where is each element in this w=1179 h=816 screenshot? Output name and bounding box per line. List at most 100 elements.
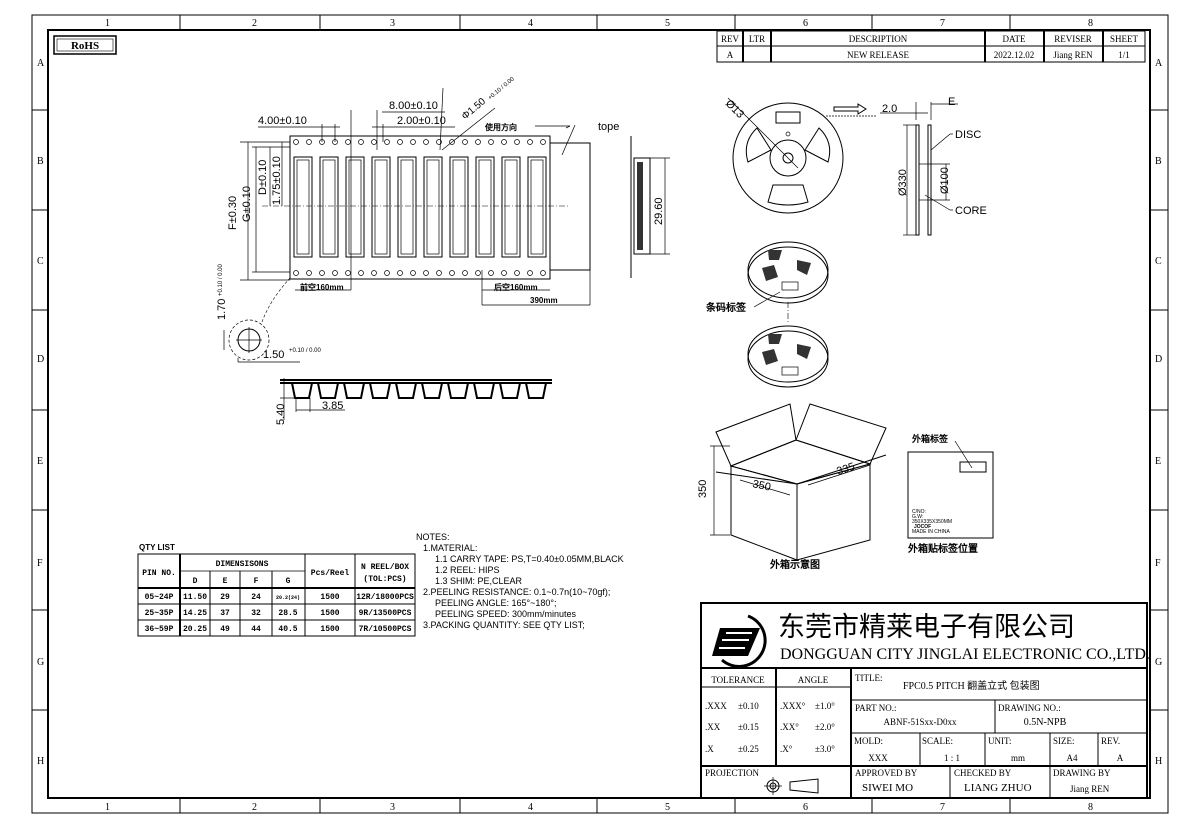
scale-label: SCALE: [922, 736, 953, 746]
tape-pocket [293, 156, 313, 258]
projection-symbol-icon [764, 777, 819, 795]
box-label-line: 350X335X350MM [912, 519, 952, 525]
shipping-box: 350 350 335 外箱示意图 [697, 403, 887, 571]
checked-label: CHECKED BY [954, 768, 1012, 778]
tolerance-label: TOLERANCE [711, 675, 765, 685]
qty-cell: 9R/13500PCS [359, 609, 412, 618]
sprocket-hole [488, 270, 494, 276]
tape-pocket [423, 156, 443, 258]
col-label: 8 [1088, 802, 1093, 813]
col-label: 7 [940, 18, 945, 29]
mold-value: XXX [868, 753, 888, 763]
col-label: 2 [252, 802, 257, 813]
dim-hole-d2-tol: +0.10 / 0.00 [289, 348, 322, 354]
sprocket-hole [371, 139, 377, 145]
disc-label: DISC [955, 129, 981, 141]
pocket-inner [504, 159, 518, 255]
qty-cell: 28.5 [278, 609, 297, 618]
qty-list-title: QTY LIST [139, 543, 175, 552]
sprocket-hole [345, 139, 351, 145]
sprocket-hole [475, 139, 481, 145]
ltr-header: LTR [749, 34, 765, 44]
mold-label: MOLD: [854, 736, 883, 746]
sprocket-hole [423, 139, 429, 145]
sprocket-hole [540, 139, 546, 145]
note-line: 1.1 CARRY TAPE: PS,T=0.40±0.05MM,BLACK [435, 554, 624, 564]
tape-pocket [371, 156, 391, 258]
col-label: 6 [803, 18, 808, 29]
col-label: 5 [665, 18, 670, 29]
note-line: 2.PEELING RESISTANCE: 0.1~0.7n(10~70gf); [423, 587, 610, 597]
box-label-position: 外箱标签 C/NO: G.W: 350X335X350MM JOCOF MADE… [907, 433, 994, 555]
rev-label: REV. [1101, 736, 1120, 746]
row-label: B [37, 156, 44, 167]
sprocket-hole [423, 270, 429, 276]
row-label: F [37, 558, 43, 569]
sheet-value: 1/1 [1118, 50, 1130, 60]
zone-labels: 1 2 3 4 5 6 7 8 1 2 3 4 5 6 7 8 A B C D … [37, 18, 1163, 813]
col-label: 4 [528, 18, 533, 29]
drawn-label: DRAWING BY [1053, 768, 1111, 778]
qty-cell: 1500 [320, 609, 339, 618]
sprocket-hole [371, 270, 377, 276]
outer-frame [31, 14, 1169, 814]
col-label: 1 [105, 802, 110, 813]
row-label: E [37, 456, 43, 467]
sprocket-hole [293, 139, 299, 145]
pin-no-header: PIN NO. [142, 569, 176, 578]
e-header: E [223, 577, 228, 586]
reel-side-view: E DISC CORE Ø330 Ø100 [897, 96, 987, 236]
sprocket-hole [501, 270, 507, 276]
angle-value: ±1.0° [815, 701, 835, 711]
box-label-line: G.W: [912, 514, 923, 520]
dim-side-width: 29.60 [653, 197, 665, 225]
row-label: C [1155, 256, 1162, 267]
pocket-inner [296, 159, 310, 255]
tape-pocket [501, 156, 521, 258]
sprocket-hole [527, 270, 533, 276]
note-line: 1.MATERIAL: [423, 543, 477, 553]
box-label-line: JOCOF [914, 524, 931, 530]
direction-label: 使用方向 [484, 122, 517, 132]
sprocket-hole [293, 270, 299, 276]
unit-value: mm [1011, 753, 1025, 763]
qty-cell: 37 [220, 609, 230, 618]
dim-box-depth: 335 [835, 461, 856, 478]
tape-pocket [397, 156, 417, 258]
angle-label: ANGLE [798, 675, 829, 685]
dim-g: G±0.10 [241, 186, 253, 222]
tolerance-value: ±0.10 [738, 701, 759, 711]
rohs-badge: RoHS [53, 35, 117, 55]
box-label-line: C/NO: [912, 509, 926, 515]
row-label: B [1155, 156, 1162, 167]
tolerance-key: .X [705, 744, 714, 754]
company-logo [712, 614, 767, 668]
title-label: TITLE: [855, 673, 883, 683]
sprocket-hole [462, 270, 468, 276]
tape-label: tope [598, 121, 619, 133]
cover-tape [549, 142, 591, 271]
dim-f: F±0.30 [227, 196, 239, 230]
tape-pocket [475, 156, 495, 258]
row-label: G [1155, 657, 1162, 668]
dim-hole-pitch: 4.00±0.10 [258, 115, 307, 127]
sprocket-hole [410, 139, 416, 145]
rev-value: A [727, 50, 734, 60]
qty-cell: 40.5 [278, 625, 297, 634]
back-blank-label: 后空160mm [494, 282, 538, 292]
approved-label: APPROVED BY [855, 768, 918, 778]
dim-core-diameter: Ø100 [939, 167, 951, 194]
tolerance-key: .XX [705, 722, 721, 732]
dim-edge: 1.75±0.10 [271, 156, 283, 205]
qty-cell: 49 [220, 625, 230, 634]
sprocket-hole [449, 139, 455, 145]
inner-frame [47, 29, 1151, 799]
tape-pocket [527, 156, 547, 258]
tolerance-key: .XXX [705, 701, 727, 711]
col-label: 1 [105, 18, 110, 29]
svg-text:RoHS: RoHS [71, 40, 99, 52]
tape-pocket [345, 156, 365, 258]
company-name-en: DONGGUAN CITY JINGLAI ELECTRONIC CO.,LTD… [780, 646, 1150, 663]
qty-cell: 14.25 [183, 609, 207, 618]
sheet-header: SHEET [1110, 34, 1139, 44]
